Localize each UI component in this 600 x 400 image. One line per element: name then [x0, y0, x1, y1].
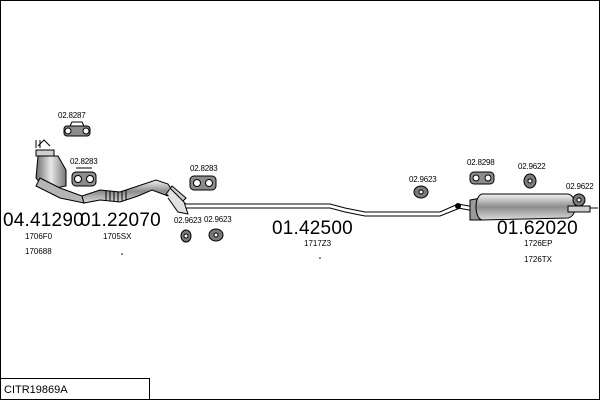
part-code-1: 04.41290: [3, 210, 84, 231]
part-subcode-1b: 170688: [25, 247, 52, 256]
clamp-02-8283-left: [71, 167, 97, 187]
title-box: CITR19869A: [0, 378, 150, 399]
part-subcode-3: 1717Z3: [304, 239, 332, 248]
part-code-4: 01.62020: [497, 218, 578, 239]
part-subcode-4: 1726EP: [524, 239, 553, 248]
hanger-02-9622-a: [523, 173, 537, 189]
accessory-label-6: 02.9623: [409, 175, 437, 184]
accessory-label-8: 02.9622: [518, 162, 546, 171]
hanger-02-9623-b: [208, 228, 224, 242]
hanger-02-9623-a: [180, 229, 192, 243]
hanger-02-9623-c: [413, 185, 429, 199]
diagram-id: CITR19869A: [4, 384, 68, 396]
catalytic-converter: [35, 139, 85, 204]
accessory-label-3: 02.8283: [190, 164, 218, 173]
part-subcode-4b: 1726TX: [524, 255, 553, 264]
accessory-label-9: 02.9622: [566, 182, 594, 191]
middle-pipe: [167, 187, 461, 217]
clamp-02-8287: [35, 121, 91, 148]
part-code-2: 01.22070: [80, 210, 161, 231]
clamp-02-8298: [469, 171, 495, 185]
accessory-label-4: 02.9623: [174, 216, 202, 225]
accessory-label-5: 02.9623: [204, 215, 232, 224]
accessory-label-1: 02.8287: [58, 111, 86, 120]
part-subcode-2: 1705SX: [103, 232, 132, 241]
rear-silencer: [457, 193, 598, 221]
clamp-02-8283-right: [189, 175, 217, 191]
part-subcode-1: 1706F0: [25, 232, 53, 241]
hanger-02-9622-b: [572, 193, 586, 207]
part-code-3: 01.42500: [272, 218, 353, 239]
accessory-label-2: 02.8283: [70, 157, 98, 166]
accessory-label-7: 02.8298: [467, 158, 495, 167]
